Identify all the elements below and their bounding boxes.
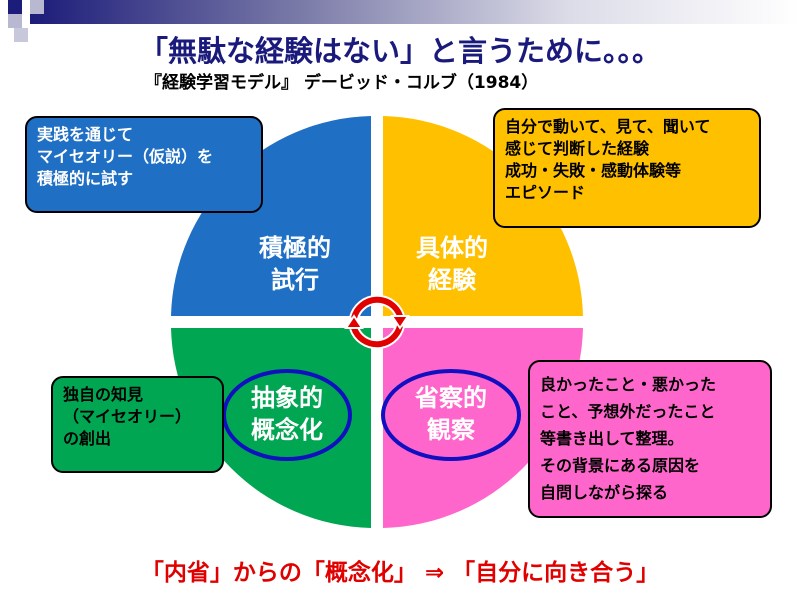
quadrant-top-right <box>383 116 583 316</box>
note-box-abstract-conceptualization: 独自の知見（マイセオリー）の創出 <box>51 376 224 473</box>
decor-square <box>8 14 22 28</box>
note-box-reflective-observation: 良かったこと・悪かったこと、予想外だったこと等書き出して整理。その背景にある原因… <box>528 360 772 518</box>
slide-subtitle: 『経験学習モデル』 デービッド・コルブ（1984） <box>145 73 539 93</box>
decor-square <box>30 0 44 14</box>
cycle-arrows-icon <box>351 296 403 348</box>
conclusion-text: 「内省」からの「概念化」 ⇒ 「自分に向き合う」 <box>140 560 660 586</box>
quadrant-top-left <box>171 116 371 316</box>
slide-title: 「無駄な経験はない」と言うために。。。 <box>138 34 661 68</box>
quadrant-label-abstract-conceptualization: 抽象的概念化 <box>251 384 323 444</box>
note-box-active-experimentation: 実践を通じてマイセオリー（仮説）を積極的に試す <box>25 116 263 213</box>
header-gradient-bar <box>30 0 800 24</box>
quadrant-label-active-experimentation: 積極的試行 <box>259 234 331 294</box>
quadrant-label-concrete-experience: 具体的経験 <box>416 234 488 294</box>
highlight-ellipse-reflective <box>381 369 521 461</box>
note-box-concrete-experience: 自分で動いて、見て、聞いて感じて判断した経験成功・失敗・感動体験等エピソード <box>493 108 761 228</box>
decor-square <box>8 0 22 14</box>
highlight-ellipse-abstract <box>222 369 352 461</box>
decor-square <box>14 28 28 42</box>
quadrant-label-reflective-observation: 省察的観察 <box>415 384 487 444</box>
